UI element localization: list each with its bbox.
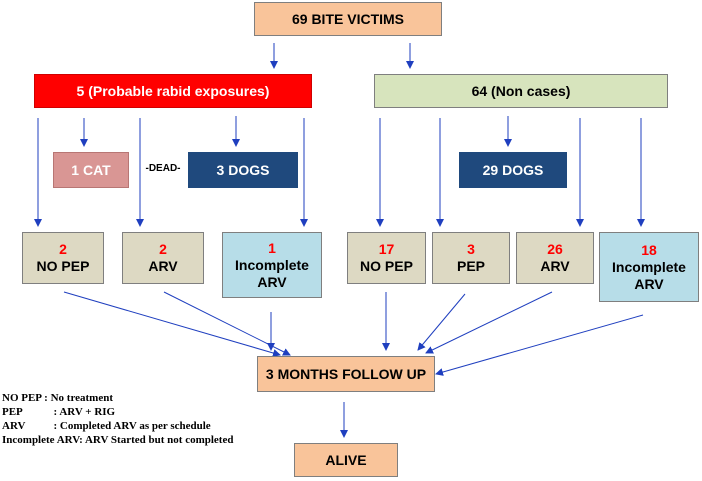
outcome-label: NO PEP xyxy=(36,258,90,274)
outcome-arv-probable: 2 ARV xyxy=(122,232,204,284)
node-follow-up-label: 3 MONTHS FOLLOW UP xyxy=(265,365,427,382)
outcome-incomplete-arv-noncases: 18 Incomplete ARV xyxy=(599,232,699,302)
node-non-cases: 64 (Non cases) xyxy=(374,74,668,108)
outcome-count: 3 xyxy=(467,241,475,257)
node-follow-up: 3 MONTHS FOLLOW UP xyxy=(257,356,435,392)
outcome-no-pep-noncases: 17 NO PEP xyxy=(347,232,426,284)
legend-sep: : xyxy=(48,420,60,432)
legend-term: PEP xyxy=(2,406,23,418)
outcome-count: 17 xyxy=(378,241,395,257)
legend-term: Incomplete ARV xyxy=(2,434,80,446)
connector-arrow xyxy=(435,314,644,376)
legend-sep: : xyxy=(79,434,85,446)
node-3-dogs-label: 3 DOGS xyxy=(216,161,270,178)
node-probable-rabid: 5 (Probable rabid exposures) xyxy=(34,74,312,108)
legend-desc: ARV Started but not completed xyxy=(84,434,234,446)
outcome-incomplete-arv-probable: 1 Incomplete ARV xyxy=(222,232,322,298)
node-alive: ALIVE xyxy=(294,443,398,477)
legend-desc: No treatment xyxy=(50,392,114,404)
node-29-dogs-label: 29 DOGS xyxy=(482,161,544,178)
legend-term: NO PEP xyxy=(2,392,42,404)
outcome-label: NO PEP xyxy=(360,258,413,274)
abbreviation-legend: NO PEP : No treatment PEP : ARV + RIG AR… xyxy=(2,391,302,447)
node-bite-victims-label: 69 BITE VICTIMS xyxy=(291,10,405,27)
outcome-label: PEP xyxy=(456,258,485,274)
node-cat: 1 CAT xyxy=(53,152,129,188)
outcome-count: 2 xyxy=(159,241,167,257)
node-probable-rabid-label: 5 (Probable rabid exposures) xyxy=(76,82,270,99)
legend-row: NO PEP : No treatment xyxy=(2,391,302,405)
outcome-no-pep-probable: 2 NO PEP xyxy=(22,232,104,284)
dead-label: -DEAD- xyxy=(145,163,181,174)
legend-desc: Completed ARV as per schedule xyxy=(59,420,211,432)
outcome-count: 26 xyxy=(547,241,563,257)
node-bite-victims: 69 BITE VICTIMS xyxy=(254,2,442,36)
node-29-dogs: 29 DOGS xyxy=(459,152,567,188)
outcome-label: ARV xyxy=(540,258,570,274)
outcome-pep-noncases: 3 PEP xyxy=(432,232,510,284)
legend-term: ARV xyxy=(2,420,26,432)
node-non-cases-label: 64 (Non cases) xyxy=(471,82,571,99)
connector-arrow xyxy=(417,293,466,351)
node-3-dogs: 3 DOGS xyxy=(188,152,298,188)
outcome-arv-noncases: 26 ARV xyxy=(516,232,594,284)
node-alive-label: ALIVE xyxy=(325,451,367,468)
legend-sep: : xyxy=(41,392,51,404)
legend-desc: ARV + RIG xyxy=(59,406,116,418)
outcome-count: 18 xyxy=(641,241,657,258)
legend-row: PEP : ARV + RIG xyxy=(2,405,302,419)
outcome-count: 1 xyxy=(268,239,276,256)
node-cat-label: 1 CAT xyxy=(71,161,111,178)
connector-arrow xyxy=(63,291,281,357)
legend-row: Incomplete ARV: ARV Started but not comp… xyxy=(2,433,302,447)
outcome-label: ARV xyxy=(148,258,178,274)
outcome-label: Incomplete ARV xyxy=(612,258,686,292)
connector-arrow xyxy=(425,291,553,354)
legend-row: ARV : Completed ARV as per schedule xyxy=(2,419,302,433)
legend-sep: : xyxy=(48,406,60,418)
outcome-label: Incomplete ARV xyxy=(235,256,309,290)
outcome-count: 2 xyxy=(59,241,67,257)
